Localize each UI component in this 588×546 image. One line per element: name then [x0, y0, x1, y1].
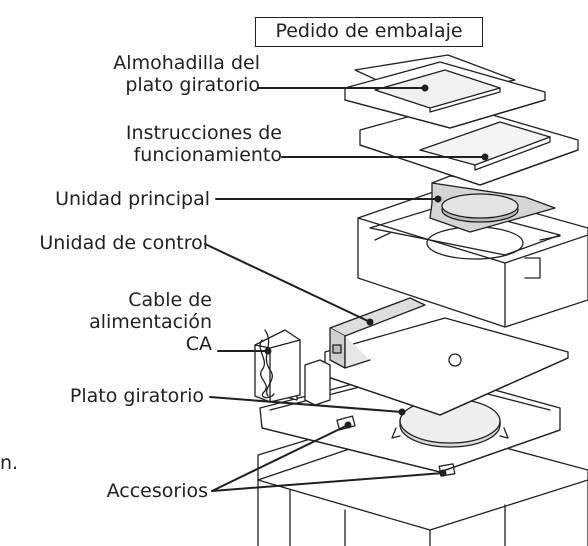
leader-turntable	[209, 396, 403, 413]
foam-block	[357, 187, 588, 328]
turntable	[391, 398, 509, 448]
instructions-tray	[359, 103, 579, 186]
turntable-pad-tray	[344, 54, 546, 129]
label-instructions-line2: funcionamiento	[133, 144, 282, 166]
power-cable-box	[254, 329, 331, 406]
label-power-cable-line2: alimentación	[89, 311, 212, 333]
label-control-unit: Unidad de control	[39, 232, 208, 254]
label-power-cable-line3: CA	[185, 333, 212, 355]
label-instructions: Instrucciones de funcionamiento	[126, 122, 282, 166]
label-turntable-pad-line1: Almohadilla del	[113, 52, 260, 74]
label-turntable-pad: Almohadilla del plato giratorio	[113, 52, 260, 96]
label-instructions-line1: Instrucciones de	[125, 122, 282, 144]
label-turntable-pad-line2: plato giratorio	[125, 74, 260, 96]
outer-carton	[257, 424, 588, 546]
label-main-unit: Unidad principal	[55, 188, 210, 210]
control-unit-box	[329, 297, 426, 369]
leader-accessories-1	[211, 424, 349, 492]
label-power-cable: Cable de alimentación CA	[89, 289, 212, 355]
diagram-title: Pedido de embalaje	[255, 17, 483, 47]
leader-lines	[204, 84, 489, 492]
leader-control-unit	[204, 243, 371, 323]
main-unit-part	[429, 175, 556, 233]
label-power-cable-line1: Cable de	[128, 289, 212, 311]
cut-off-text: n.	[0, 452, 19, 474]
leader-accessories-2	[211, 472, 444, 492]
label-turntable: Plato giratorio	[69, 385, 204, 407]
label-accessories: Accesorios	[106, 480, 208, 502]
